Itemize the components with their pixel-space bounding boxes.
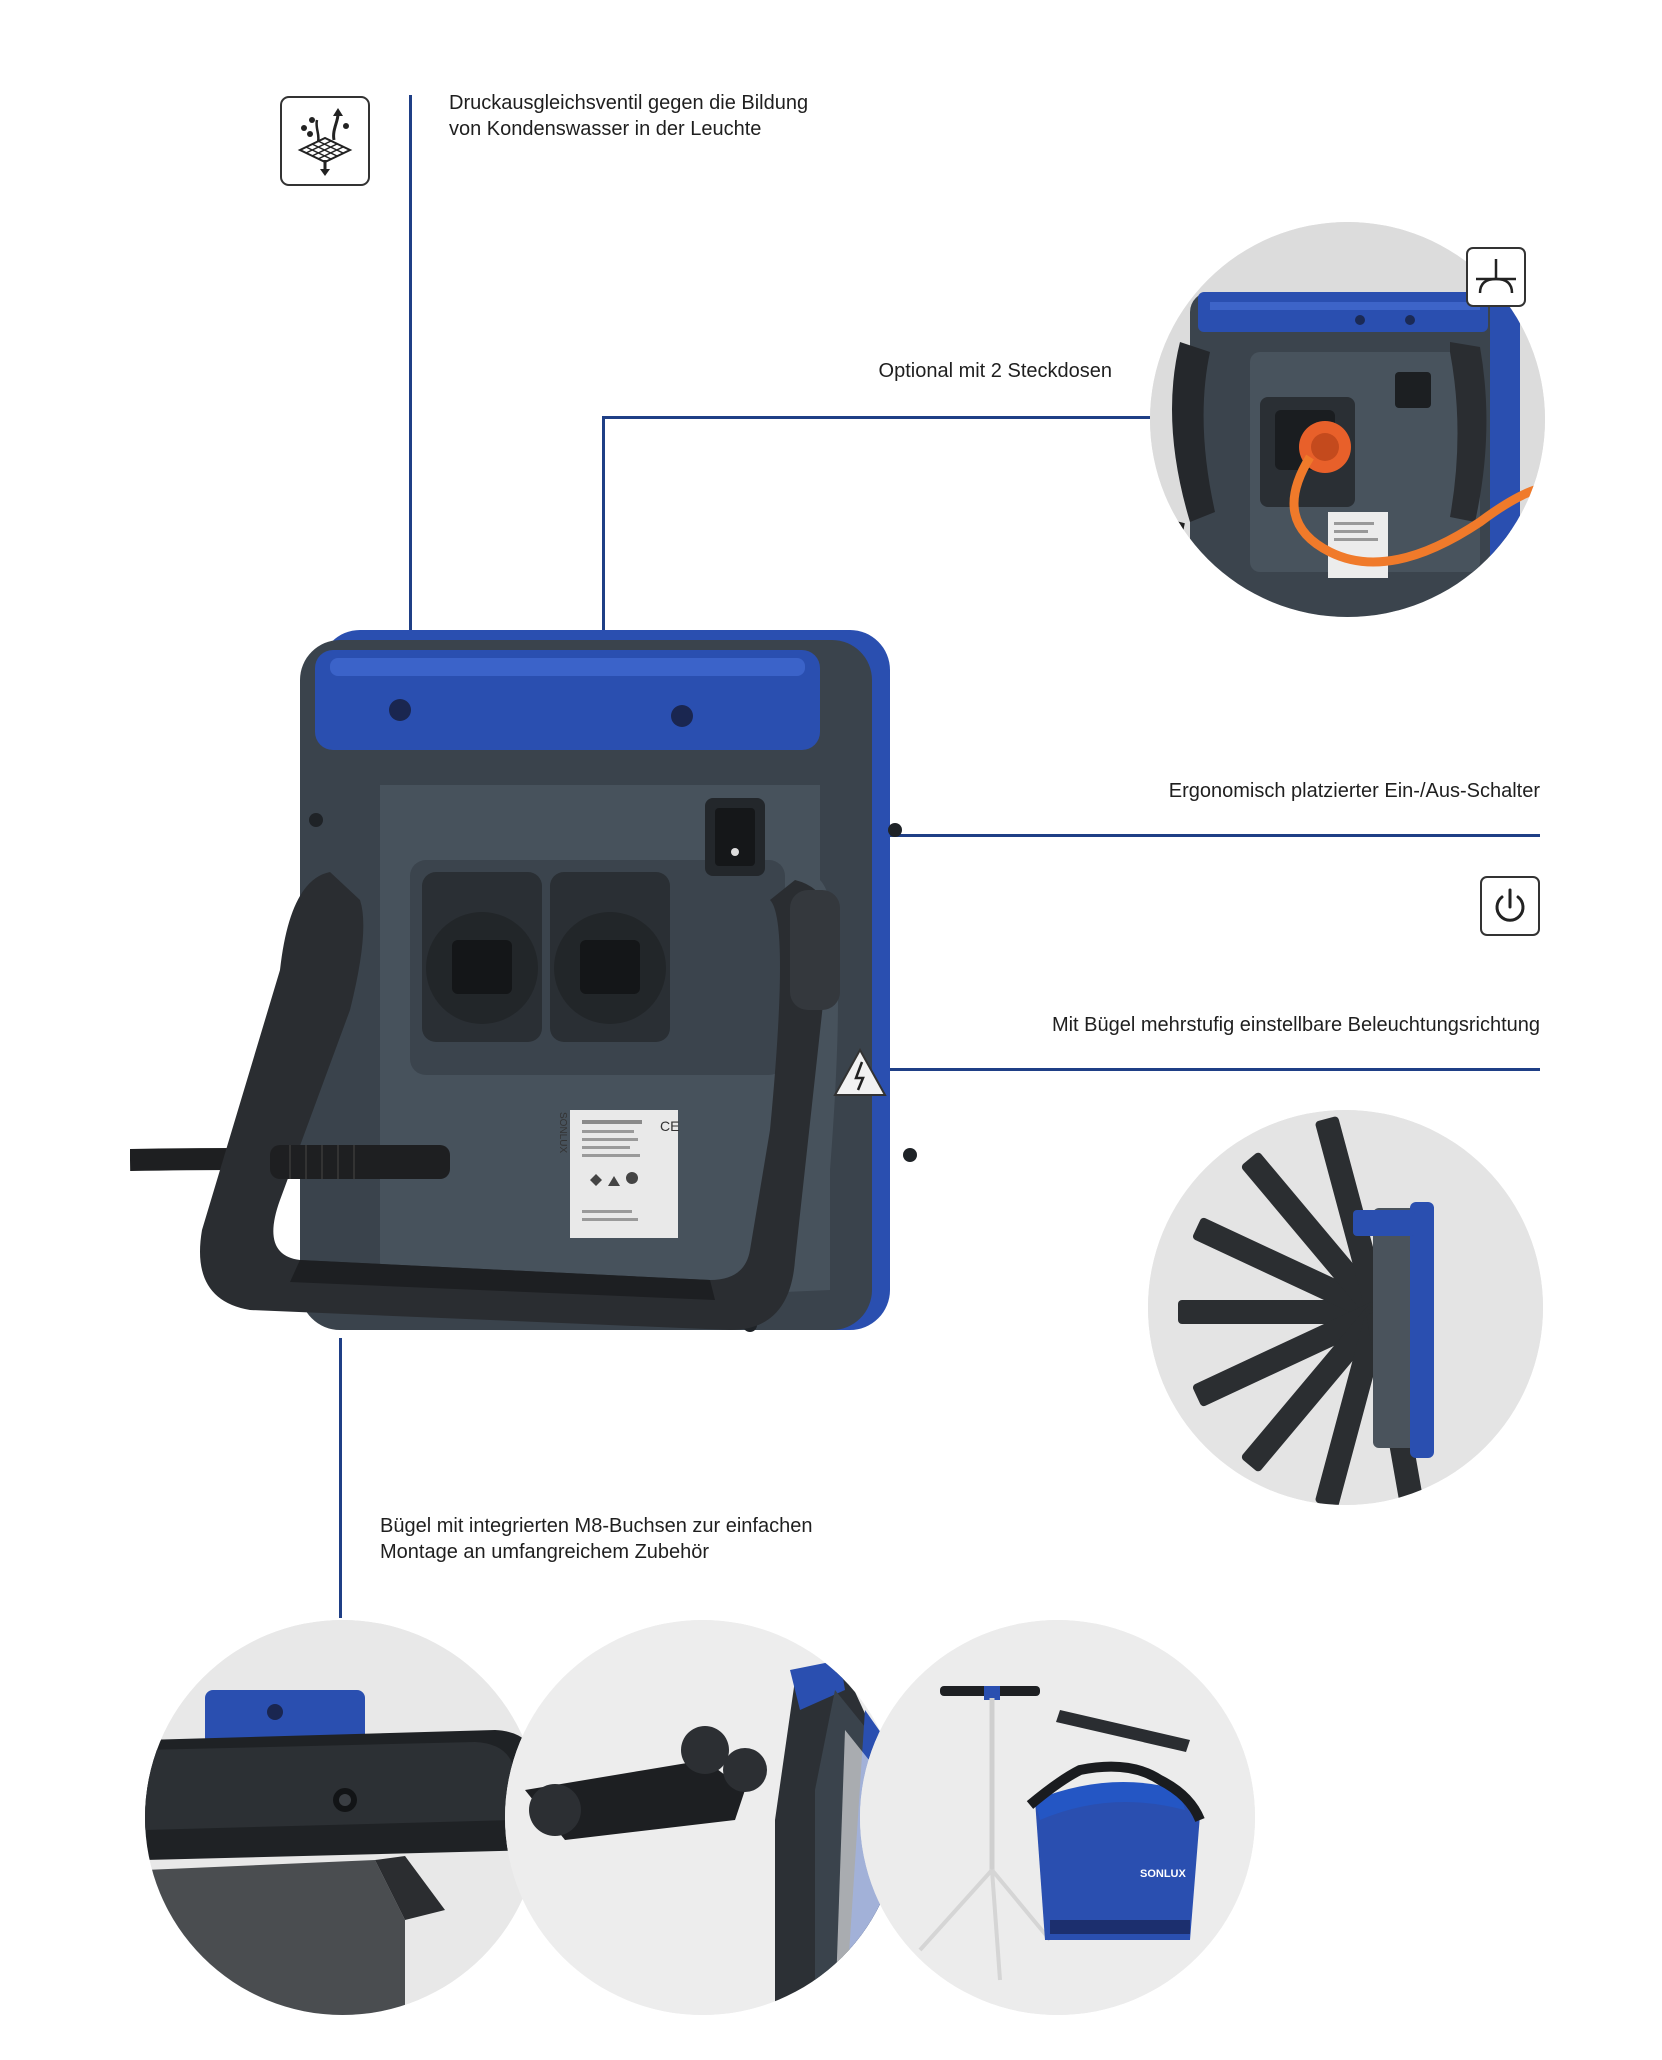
sockets-leader-horizontal <box>602 416 1150 419</box>
socket-symbol-icon <box>1466 247 1526 307</box>
mount-callout: Bügel mit integrierten M8-Buchsen zur ei… <box>380 1513 940 1565</box>
sockets-detail-circle <box>1150 222 1545 617</box>
bracket-callout: Mit Bügel mehrstufig einstellbare Beleuc… <box>1051 1014 1540 1036</box>
switch-callout: Ergonomisch platzierter Ein-/Aus-Schalte… <box>1168 780 1540 802</box>
product-label-brand: SONLUX <box>557 1112 568 1154</box>
bracket-mount-circle <box>505 1620 900 2015</box>
mount-callout-line1: Bügel mit integrierten M8-Buchsen zur ei… <box>380 1515 813 1537</box>
product-label-ce: CE <box>660 1118 680 1134</box>
valve-callout-line2: von Kondenswasser in der Leuchte <box>449 118 762 140</box>
valve-callout: Druckausgleichsventil gegen die Bildung … <box>449 90 969 142</box>
valve-leader-line <box>409 95 412 815</box>
bracket-positions-circle <box>1148 1110 1543 1505</box>
valve-callout-line1: Druckausgleichsventil gegen die Bildung <box>449 92 809 114</box>
condensation-valve-icon <box>280 96 370 186</box>
product-image <box>130 610 990 1390</box>
bag-brand-text: SONLUX <box>1140 1868 1186 1880</box>
m8-thread-circle <box>145 1620 540 2015</box>
power-icon <box>1480 876 1540 936</box>
switch-leader-line <box>760 834 1540 837</box>
mount-leader-line <box>339 1338 342 1618</box>
mount-callout-line2: Montage an umfangreichem Zubehör <box>380 1541 710 1563</box>
accessories-circle <box>860 1620 1255 2015</box>
bracket-leader-line <box>810 1068 1540 1071</box>
sockets-callout: Optional mit 2 Steckdosen <box>878 360 1112 382</box>
